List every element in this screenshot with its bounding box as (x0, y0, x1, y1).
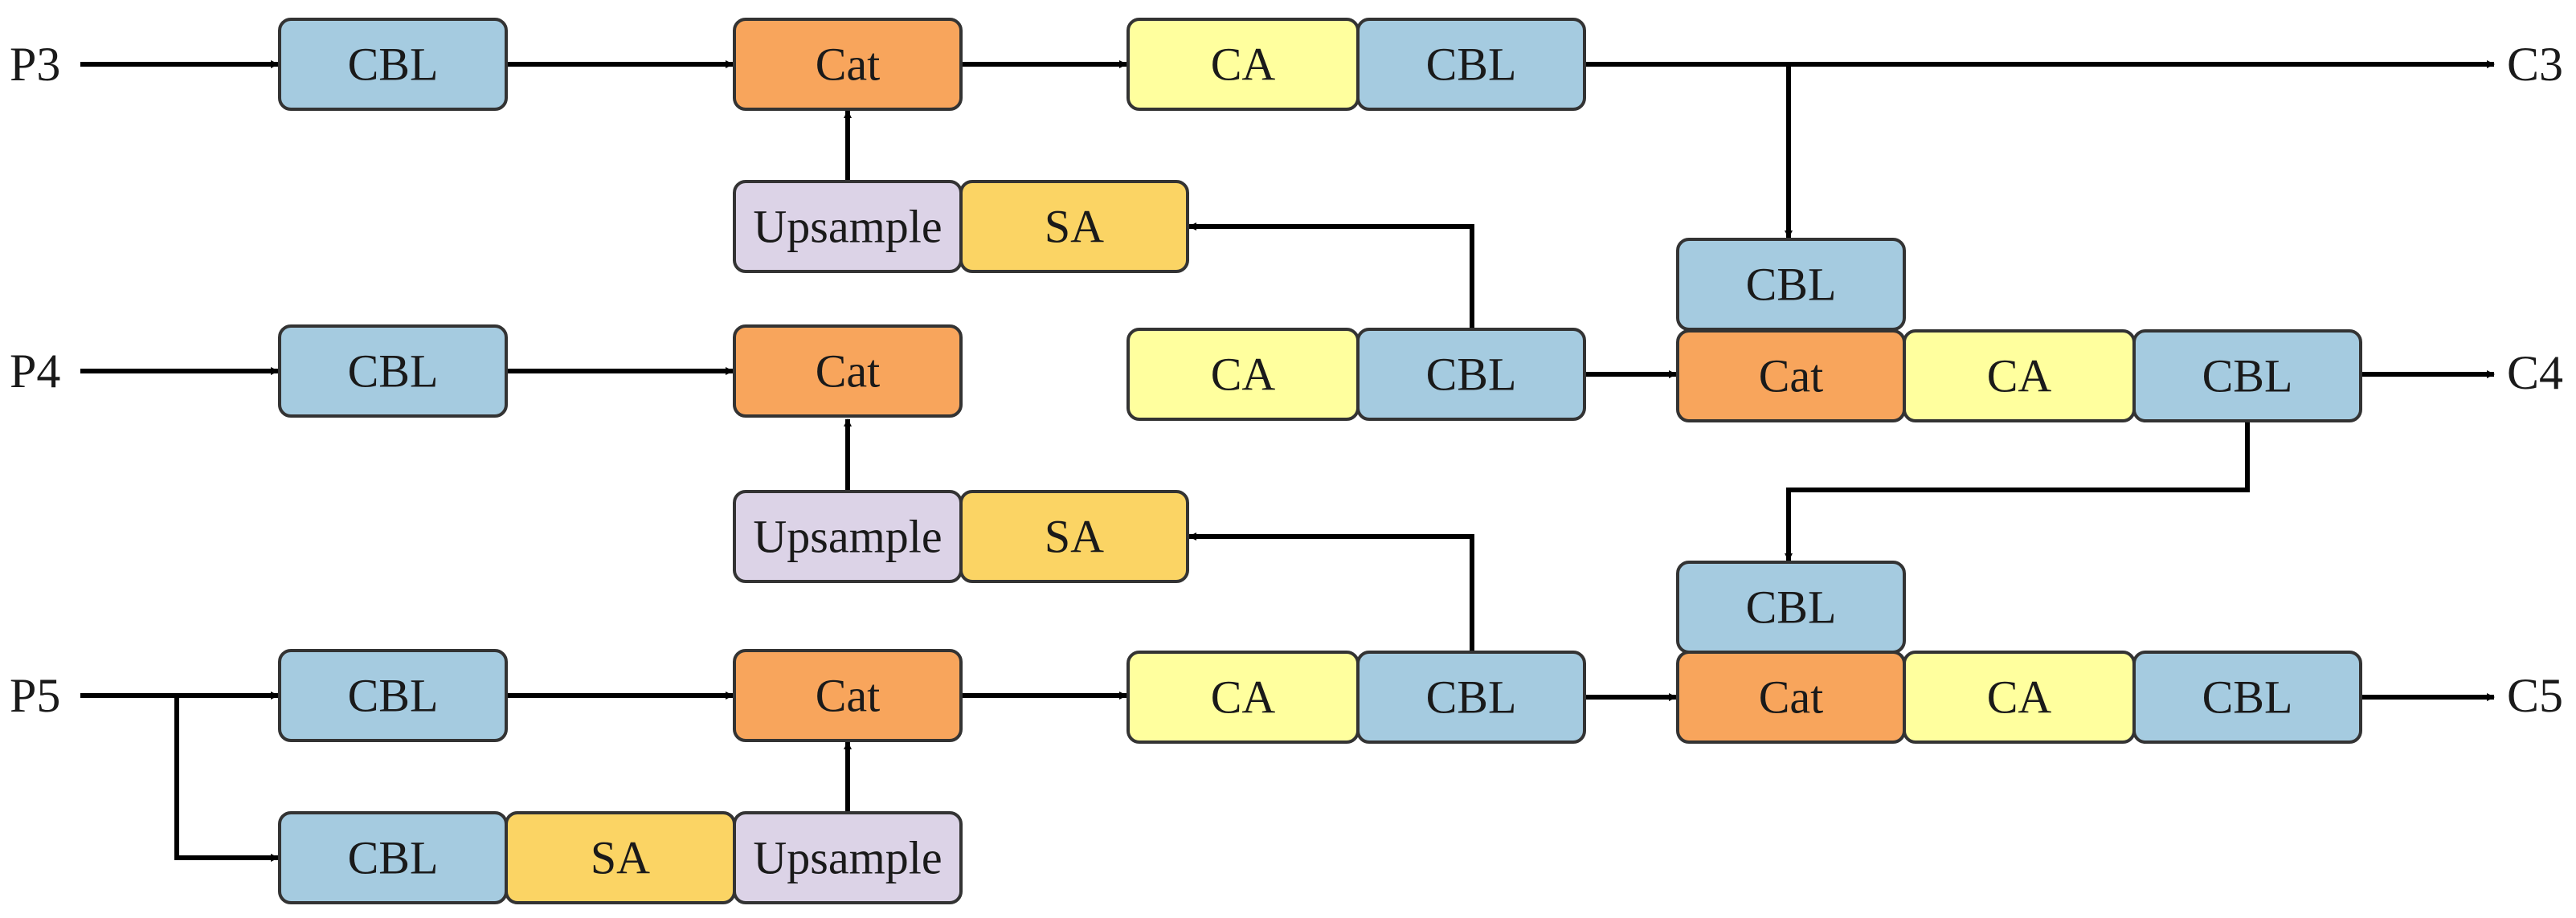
up2-sa-label: SA (1045, 511, 1104, 563)
p4-cbl-label: CBL (348, 345, 439, 398)
c5-cbl-label: CBL (2202, 671, 2293, 724)
p3-cbl-block: CBL (278, 18, 508, 111)
mid-cbl-block: CBL (1356, 328, 1586, 421)
output-c5-label: C5 (2507, 669, 2563, 722)
p3-ca-block: CA (1126, 18, 1360, 111)
output-c4-label: C4 (2507, 346, 2563, 399)
bot-cbl-label: CBL (348, 832, 439, 884)
p3-cbl2-label: CBL (1426, 39, 1517, 91)
p4-cat-block: Cat (733, 324, 963, 418)
p5b-cbl-label: CBL (1426, 671, 1517, 724)
midcbl-to-sa1-arrow (1188, 222, 1474, 329)
input-p3-label: P3 (10, 38, 60, 91)
input-p5-label: P5 (10, 669, 60, 722)
up1-sa-box (959, 180, 1189, 273)
c4-ca-block: CA (1903, 329, 2136, 422)
p5-branch-down-arrow (174, 696, 279, 862)
p4-cbl-box (278, 324, 508, 418)
p5-cbl-block: CBL (278, 649, 508, 742)
c5-cbl-block: CBL (2132, 651, 2362, 744)
up1-upsample-label: Upsample (753, 201, 942, 253)
p5-cbl-box (278, 649, 508, 742)
mid-ca-block: CA (1126, 328, 1360, 421)
up2-sa-box (959, 490, 1189, 583)
bot-upsample-box (733, 811, 963, 904)
c5-cbl-top-block: CBL (1676, 561, 1906, 654)
p5-cat-box (733, 649, 963, 742)
mid-ca-label: CA (1211, 349, 1276, 401)
p5bcbl-to-sa2-arrow (1188, 532, 1474, 652)
p5b-cbl-box (1356, 651, 1586, 744)
c4-cbl-block: CBL (2132, 329, 2362, 422)
output-c3-label: C3 (2507, 38, 2563, 91)
p3-ca-label: CA (1211, 39, 1276, 91)
up2-upsample-block: Upsample (733, 490, 963, 583)
up2-upsample-label: Upsample (753, 511, 942, 563)
p3-cat-block: Cat (733, 18, 963, 111)
bot-sa-block: SA (505, 811, 736, 904)
bot-upsample-label: Upsample (753, 832, 942, 884)
p3-cbl2-block: CBL (1356, 18, 1586, 111)
c4-ca-label: CA (1987, 350, 2052, 402)
mid-cbl-label: CBL (1426, 349, 1517, 401)
mid-cbl-box (1356, 328, 1586, 421)
p5-cat-block: Cat (733, 649, 963, 742)
c5-cat-label: Cat (1759, 671, 1824, 724)
up1-sa-block: SA (959, 180, 1189, 273)
p4-cat-box (733, 324, 963, 418)
up2-sa-block: SA (959, 490, 1189, 583)
p5-cat-label: Cat (816, 670, 881, 722)
c4-cbl-top-label: CBL (1746, 259, 1837, 311)
p4-cat-label: Cat (816, 345, 881, 398)
c4-cbl-top-block: CBL (1676, 238, 1906, 331)
connections (80, 60, 2495, 862)
p3-cat-box (733, 18, 963, 111)
c4-cbl-box (2132, 329, 2362, 422)
c5-ca-block: CA (1903, 651, 2136, 744)
p3-cbl-box (278, 18, 508, 111)
c5-ca-label: CA (1987, 671, 2052, 724)
p3-cbl-label: CBL (348, 39, 439, 91)
c4-cat-block: Cat (1676, 329, 1906, 422)
input-p4-label: P4 (10, 345, 60, 398)
bot-upsample-block: Upsample (733, 811, 963, 904)
bot-sa-label: SA (591, 832, 650, 884)
up1-upsample-block: Upsample (733, 180, 963, 273)
p5-cbl-label: CBL (348, 670, 439, 722)
bot-cbl-block: CBL (278, 811, 508, 904)
c4-cbl-label: CBL (2202, 350, 2293, 402)
p3-cbl2-box (1356, 18, 1586, 111)
p5b-ca-block: CA (1126, 651, 1360, 744)
c5-cbl-box (2132, 651, 2362, 744)
c4cbl-down-to-c5-arrow (1785, 421, 2250, 561)
c5-cat-block: Cat (1676, 651, 1906, 744)
p5b-cbl-block: CBL (1356, 651, 1586, 744)
p5b-ca-label: CA (1211, 671, 1276, 724)
p4-cbl-block: CBL (278, 324, 508, 418)
c5-cbl-top-label: CBL (1746, 581, 1837, 634)
p3-cat-label: Cat (816, 39, 881, 91)
up1-sa-label: SA (1045, 201, 1104, 253)
c4-cat-label: Cat (1759, 350, 1824, 402)
